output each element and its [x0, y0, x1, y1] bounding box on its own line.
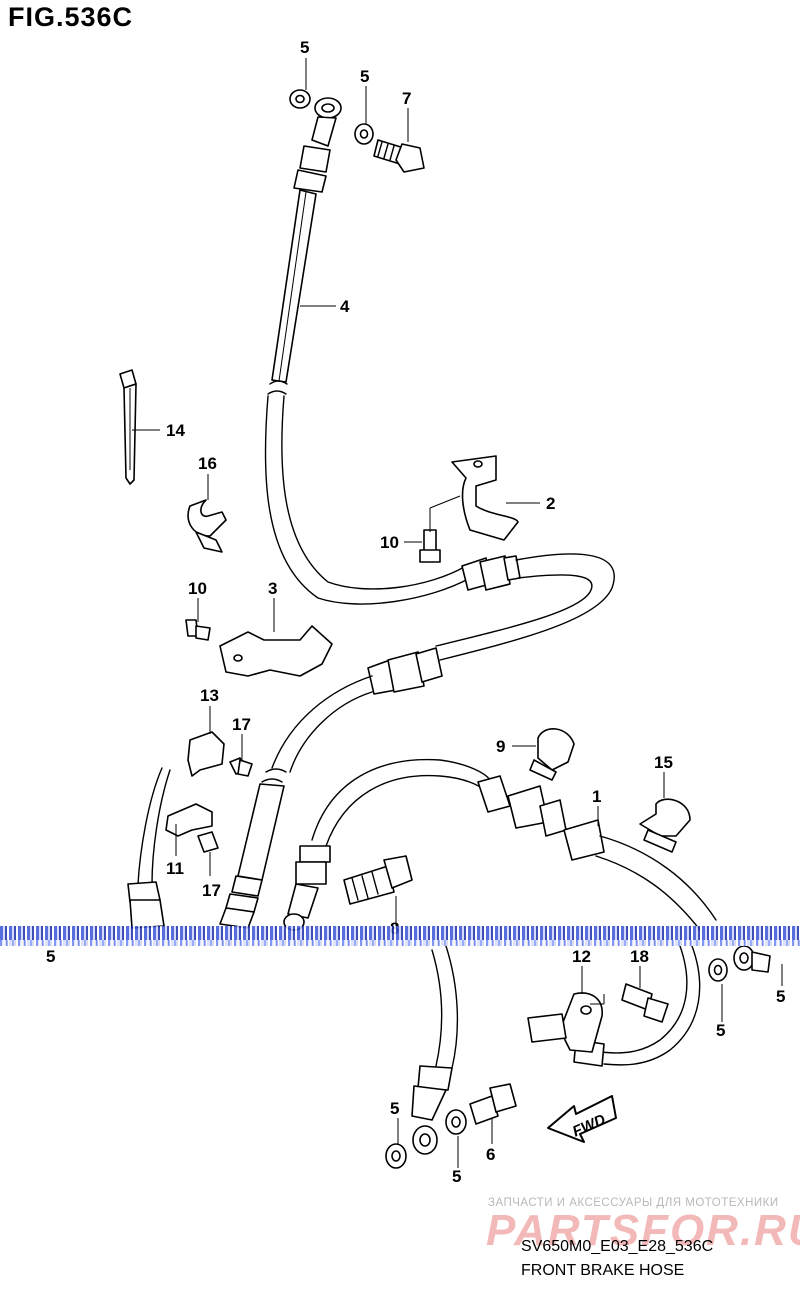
scan-artifact-band	[0, 940, 800, 946]
forward-direction-arrow: FWD	[547, 1095, 617, 1143]
hose-junction-upper	[461, 555, 521, 591]
callout-10: 10	[188, 579, 207, 598]
callout-5: 5	[776, 987, 785, 1006]
callouts: 5 5 7 4 14 16 2 10 10 3 13 17 9 15 1 11 …	[46, 38, 785, 1186]
callout-5: 5	[452, 1167, 461, 1186]
callout-10: 10	[380, 533, 399, 552]
brake-hose-upper	[264, 97, 471, 605]
callout-12: 12	[572, 947, 591, 966]
callout-11: 11	[166, 859, 184, 878]
brake-hose-lower	[283, 758, 717, 931]
bolt-part-8	[343, 855, 413, 905]
callout-17: 17	[202, 881, 221, 900]
bracket-part-3	[219, 625, 333, 677]
leader-lines	[132, 58, 783, 1168]
figure-code: SV650M0_E03_E28_536C	[521, 1238, 714, 1255]
callout-14: 14	[166, 421, 185, 440]
bolt-part-10b	[185, 619, 211, 641]
bracket-part-11	[165, 803, 213, 837]
callout-15: 15	[654, 753, 673, 772]
callout-16: 16	[198, 454, 217, 473]
callout-5: 5	[390, 1099, 399, 1118]
callout-2: 2	[546, 494, 555, 513]
callout-1: 1	[592, 787, 601, 806]
bracket-part-13	[187, 731, 225, 777]
callout-5: 5	[300, 38, 309, 57]
callout-3: 3	[268, 579, 277, 598]
banjo-bolt-part-6	[469, 1083, 517, 1125]
watermark-tagline: ЗАПЧАСТИ И АКСЕССУАРЫ ДЛЯ МОТОТЕХНИКИ	[488, 1197, 779, 1209]
clamp-part-15	[639, 798, 691, 853]
brake-hose-left-stub	[127, 767, 171, 929]
callout-13: 13	[200, 686, 219, 705]
watermark-logo: PARTSFOR.RU	[486, 1206, 800, 1255]
figure-caption: FRONT BRAKE HOSE	[521, 1262, 685, 1279]
callout-5: 5	[716, 1021, 725, 1040]
bolt-part-18	[621, 983, 669, 1023]
bolt-part-17b	[197, 831, 219, 853]
clamp-part-9	[529, 728, 575, 781]
callout-5: 5	[360, 67, 369, 86]
callout-4: 4	[340, 297, 350, 316]
callout-17: 17	[232, 715, 251, 734]
clamp-part-16	[187, 499, 227, 553]
cable-tie-part	[119, 369, 137, 485]
callout-9: 9	[496, 737, 505, 756]
banjo-bolt-part	[373, 139, 425, 173]
brake-hose-bottom	[411, 945, 459, 1155]
callout-6: 6	[486, 1145, 495, 1164]
figure-title: FIG.536C	[8, 2, 134, 32]
callout-18: 18	[630, 947, 649, 966]
sensor-part-12	[527, 992, 603, 1053]
bolt-part-17a	[229, 757, 253, 777]
callout-5: 5	[46, 947, 55, 966]
brake-hose-main	[219, 553, 615, 929]
bolt-part-10a	[419, 529, 441, 563]
callout-7: 7	[402, 89, 411, 108]
bracket-part-2	[451, 455, 519, 541]
